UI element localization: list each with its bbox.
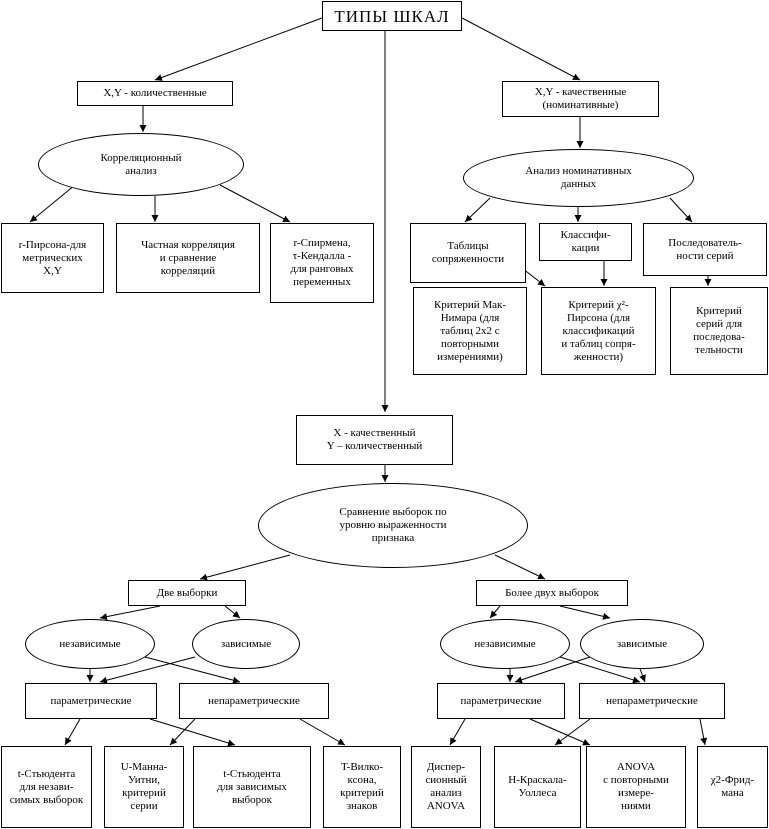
node-parametric-more: параметрические xyxy=(437,683,565,719)
node-runs-test: Критерий серий для последова- тельности xyxy=(670,287,768,375)
node-independent-more: независимые xyxy=(440,619,570,669)
node-nonparametric-two: непараметрические xyxy=(179,683,329,719)
node-classifications: Классифи- кации xyxy=(539,223,632,261)
arrow-9 xyxy=(464,197,491,223)
node-kruskal-wallis: Н-Краскала- Уоллеса xyxy=(494,746,581,828)
node-t-student-independent: t-Стьюдента для незави- симых выборок xyxy=(1,746,92,828)
arrow-27 xyxy=(514,656,591,684)
node-contingency-tables: Таблицы сопряженности xyxy=(410,223,526,283)
arrow-17 xyxy=(494,554,546,580)
arrow-6 xyxy=(29,184,76,223)
node-nominative-analysis: Анализ номинативных данных xyxy=(463,149,694,207)
arrow-21 xyxy=(559,605,611,620)
node-xy-qualitative: X,Y - качественные (номинативные) xyxy=(502,81,659,117)
arrow-16 xyxy=(199,554,291,581)
node-two-samples: Две выборки xyxy=(128,580,246,606)
node-mcnemar-test: Критерий Мак- Нимара (для таблиц 2х2 с п… xyxy=(413,287,527,375)
arrow-26 xyxy=(559,656,641,684)
node-mann-whitney: U-Манна- Уитни, критерий серии xyxy=(104,746,184,828)
arrow-2 xyxy=(461,17,581,81)
arrow-1 xyxy=(154,17,323,81)
node-xy-quantitative: X,Y - количественные xyxy=(77,81,233,106)
arrow-8 xyxy=(219,184,291,223)
node-correlation-analysis: Корреляционный анализ xyxy=(38,133,244,196)
node-partial-correlation: Частная корреляция и сравнение корреляци… xyxy=(116,223,260,293)
arrow-29 xyxy=(64,718,81,746)
arrow-20 xyxy=(489,605,501,619)
arrow-33 xyxy=(449,718,466,746)
node-anova-repeated: ANOVA с повторными измере- ниями xyxy=(586,746,686,828)
node-run-sequences: Последователь- ности серий xyxy=(643,223,767,276)
node-anova: Диспер- сионный анализ ANOVA xyxy=(411,746,481,828)
arrow-30 xyxy=(149,718,236,747)
arrow-11 xyxy=(669,197,693,223)
node-dependent-more: зависимые xyxy=(580,619,704,669)
node-wilcoxon: T-Вилко- ксона, критерий знаков xyxy=(323,746,401,828)
node-pearson-r: r-Пирсона-для метрических X,Y xyxy=(1,223,104,293)
node-friedman: χ2-Фрид- мана xyxy=(697,746,768,828)
node-parametric-two: параметрические xyxy=(25,683,157,719)
node-t-student-dependent: t-Стьюдента для зависимых выборок xyxy=(193,746,311,828)
diagram-title: ТИПЫ ШКАЛ xyxy=(322,1,462,31)
arrow-19 xyxy=(224,605,241,619)
arrow-35 xyxy=(554,718,591,746)
arrow-28 xyxy=(639,668,646,683)
node-independent-two: независимые xyxy=(25,619,155,669)
arrow-24 xyxy=(99,656,196,684)
node-more-than-two: Более двух выборок xyxy=(476,580,628,606)
node-nonparametric-more: непараметрические xyxy=(579,683,725,719)
node-compare-samples: Сравнение выборок по уровню выраженности… xyxy=(258,483,528,568)
node-dependent-two: зависимые xyxy=(192,619,300,669)
arrow-18 xyxy=(99,605,161,621)
arrow-34 xyxy=(529,718,591,746)
node-spearman-kendall: r-Спирмена, τ-Кендалла - для ранговых пе… xyxy=(270,223,374,303)
arrow-36 xyxy=(699,718,708,746)
node-chi2-pearson: Критерий χ²- Пирсона (для классификаций … xyxy=(541,287,656,375)
arrow-31 xyxy=(169,718,196,746)
arrow-23 xyxy=(144,656,241,684)
node-x-qual-y-quant: X - качественный Y – количественный xyxy=(296,415,453,465)
arrow-32 xyxy=(299,718,346,746)
